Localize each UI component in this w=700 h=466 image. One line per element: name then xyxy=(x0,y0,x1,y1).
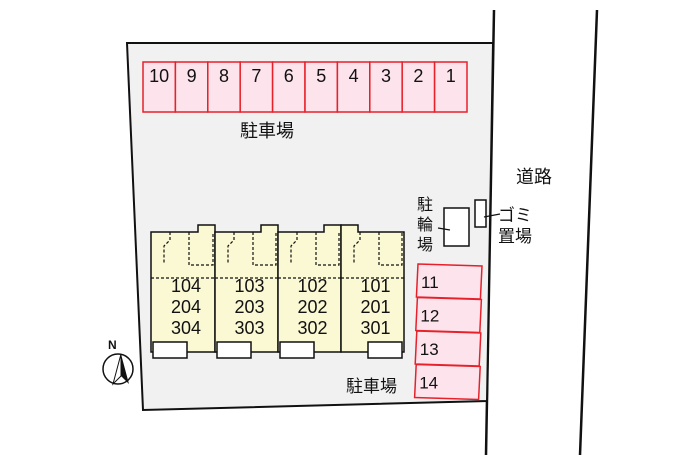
parking-space xyxy=(174,61,209,113)
unit-interior-layout xyxy=(341,232,404,279)
room-number: 104 xyxy=(171,276,201,296)
parking-space-number: 1 xyxy=(446,66,456,86)
unit-entrance-box xyxy=(152,341,188,359)
apartment-unit xyxy=(340,224,405,353)
garbage-label-1: ゴミ xyxy=(498,205,532,226)
parking-space-number: 7 xyxy=(251,66,261,86)
room-number: 304 xyxy=(171,318,201,338)
room-number: 301 xyxy=(360,318,390,338)
compass-arrow-right xyxy=(121,354,129,384)
unit-interior-layout xyxy=(215,232,278,279)
parking-space-number: 9 xyxy=(187,66,197,86)
room-number: 302 xyxy=(297,318,327,338)
unit-interior-layout xyxy=(151,232,215,279)
parking-space-number: 11 xyxy=(421,273,439,292)
room-number: 303 xyxy=(234,318,264,338)
unit-entrance-box xyxy=(279,341,315,359)
unit-interior-layout xyxy=(278,232,341,279)
bicycle-label-3: 場 xyxy=(417,235,433,254)
room-number: 102 xyxy=(297,276,327,296)
room-number: 201 xyxy=(360,297,390,317)
room-number: 203 xyxy=(234,297,264,317)
bicycle-label-1: 駐 xyxy=(417,195,433,214)
unit-entrance-box xyxy=(216,341,252,359)
parking-space xyxy=(433,61,468,113)
parking-space-number: 8 xyxy=(219,66,229,86)
garbage-label-2: 置場 xyxy=(498,227,532,247)
bicycle-shed xyxy=(443,207,470,247)
garbage-area xyxy=(474,199,487,228)
parking-space-number: 13 xyxy=(420,340,439,359)
room-number: 101 xyxy=(360,276,390,296)
top-parking: 10 9 8 7 6 5 4 3 2 1 xyxy=(142,61,468,113)
room-number: 202 xyxy=(297,297,327,317)
parking-space xyxy=(401,61,436,113)
parking-space xyxy=(413,363,481,401)
bicycle-shed-leader xyxy=(437,227,451,231)
parking-space xyxy=(142,61,177,113)
room-number: 103 xyxy=(234,276,264,296)
road-edge-line xyxy=(578,9,599,456)
compass-north-label: N xyxy=(108,338,117,352)
parking-space-number: 10 xyxy=(149,66,169,86)
side-parking: 11 12 13 14 xyxy=(413,263,483,401)
room-number: 204 xyxy=(171,297,201,317)
road-label: 道路 xyxy=(516,167,552,188)
parking-space xyxy=(369,61,403,113)
side-parking-label: 駐車場 xyxy=(346,377,397,397)
parking-space-number: 6 xyxy=(284,66,294,86)
north-compass: N xyxy=(102,338,134,386)
parking-space-number: 2 xyxy=(413,66,423,86)
parking-space-number: 14 xyxy=(419,374,438,393)
parking-space-number: 3 xyxy=(381,66,391,86)
garbage-leader xyxy=(483,213,501,218)
parking-space xyxy=(207,61,241,113)
parking-space-number: 4 xyxy=(349,66,359,86)
top-parking-label: 駐車場 xyxy=(240,121,294,142)
unit-entrance-box xyxy=(367,341,403,359)
parking-space-number: 12 xyxy=(420,307,439,326)
bicycle-label-2: 輪 xyxy=(417,215,433,234)
parking-space xyxy=(336,61,371,113)
parking-space-number: 5 xyxy=(316,66,326,86)
